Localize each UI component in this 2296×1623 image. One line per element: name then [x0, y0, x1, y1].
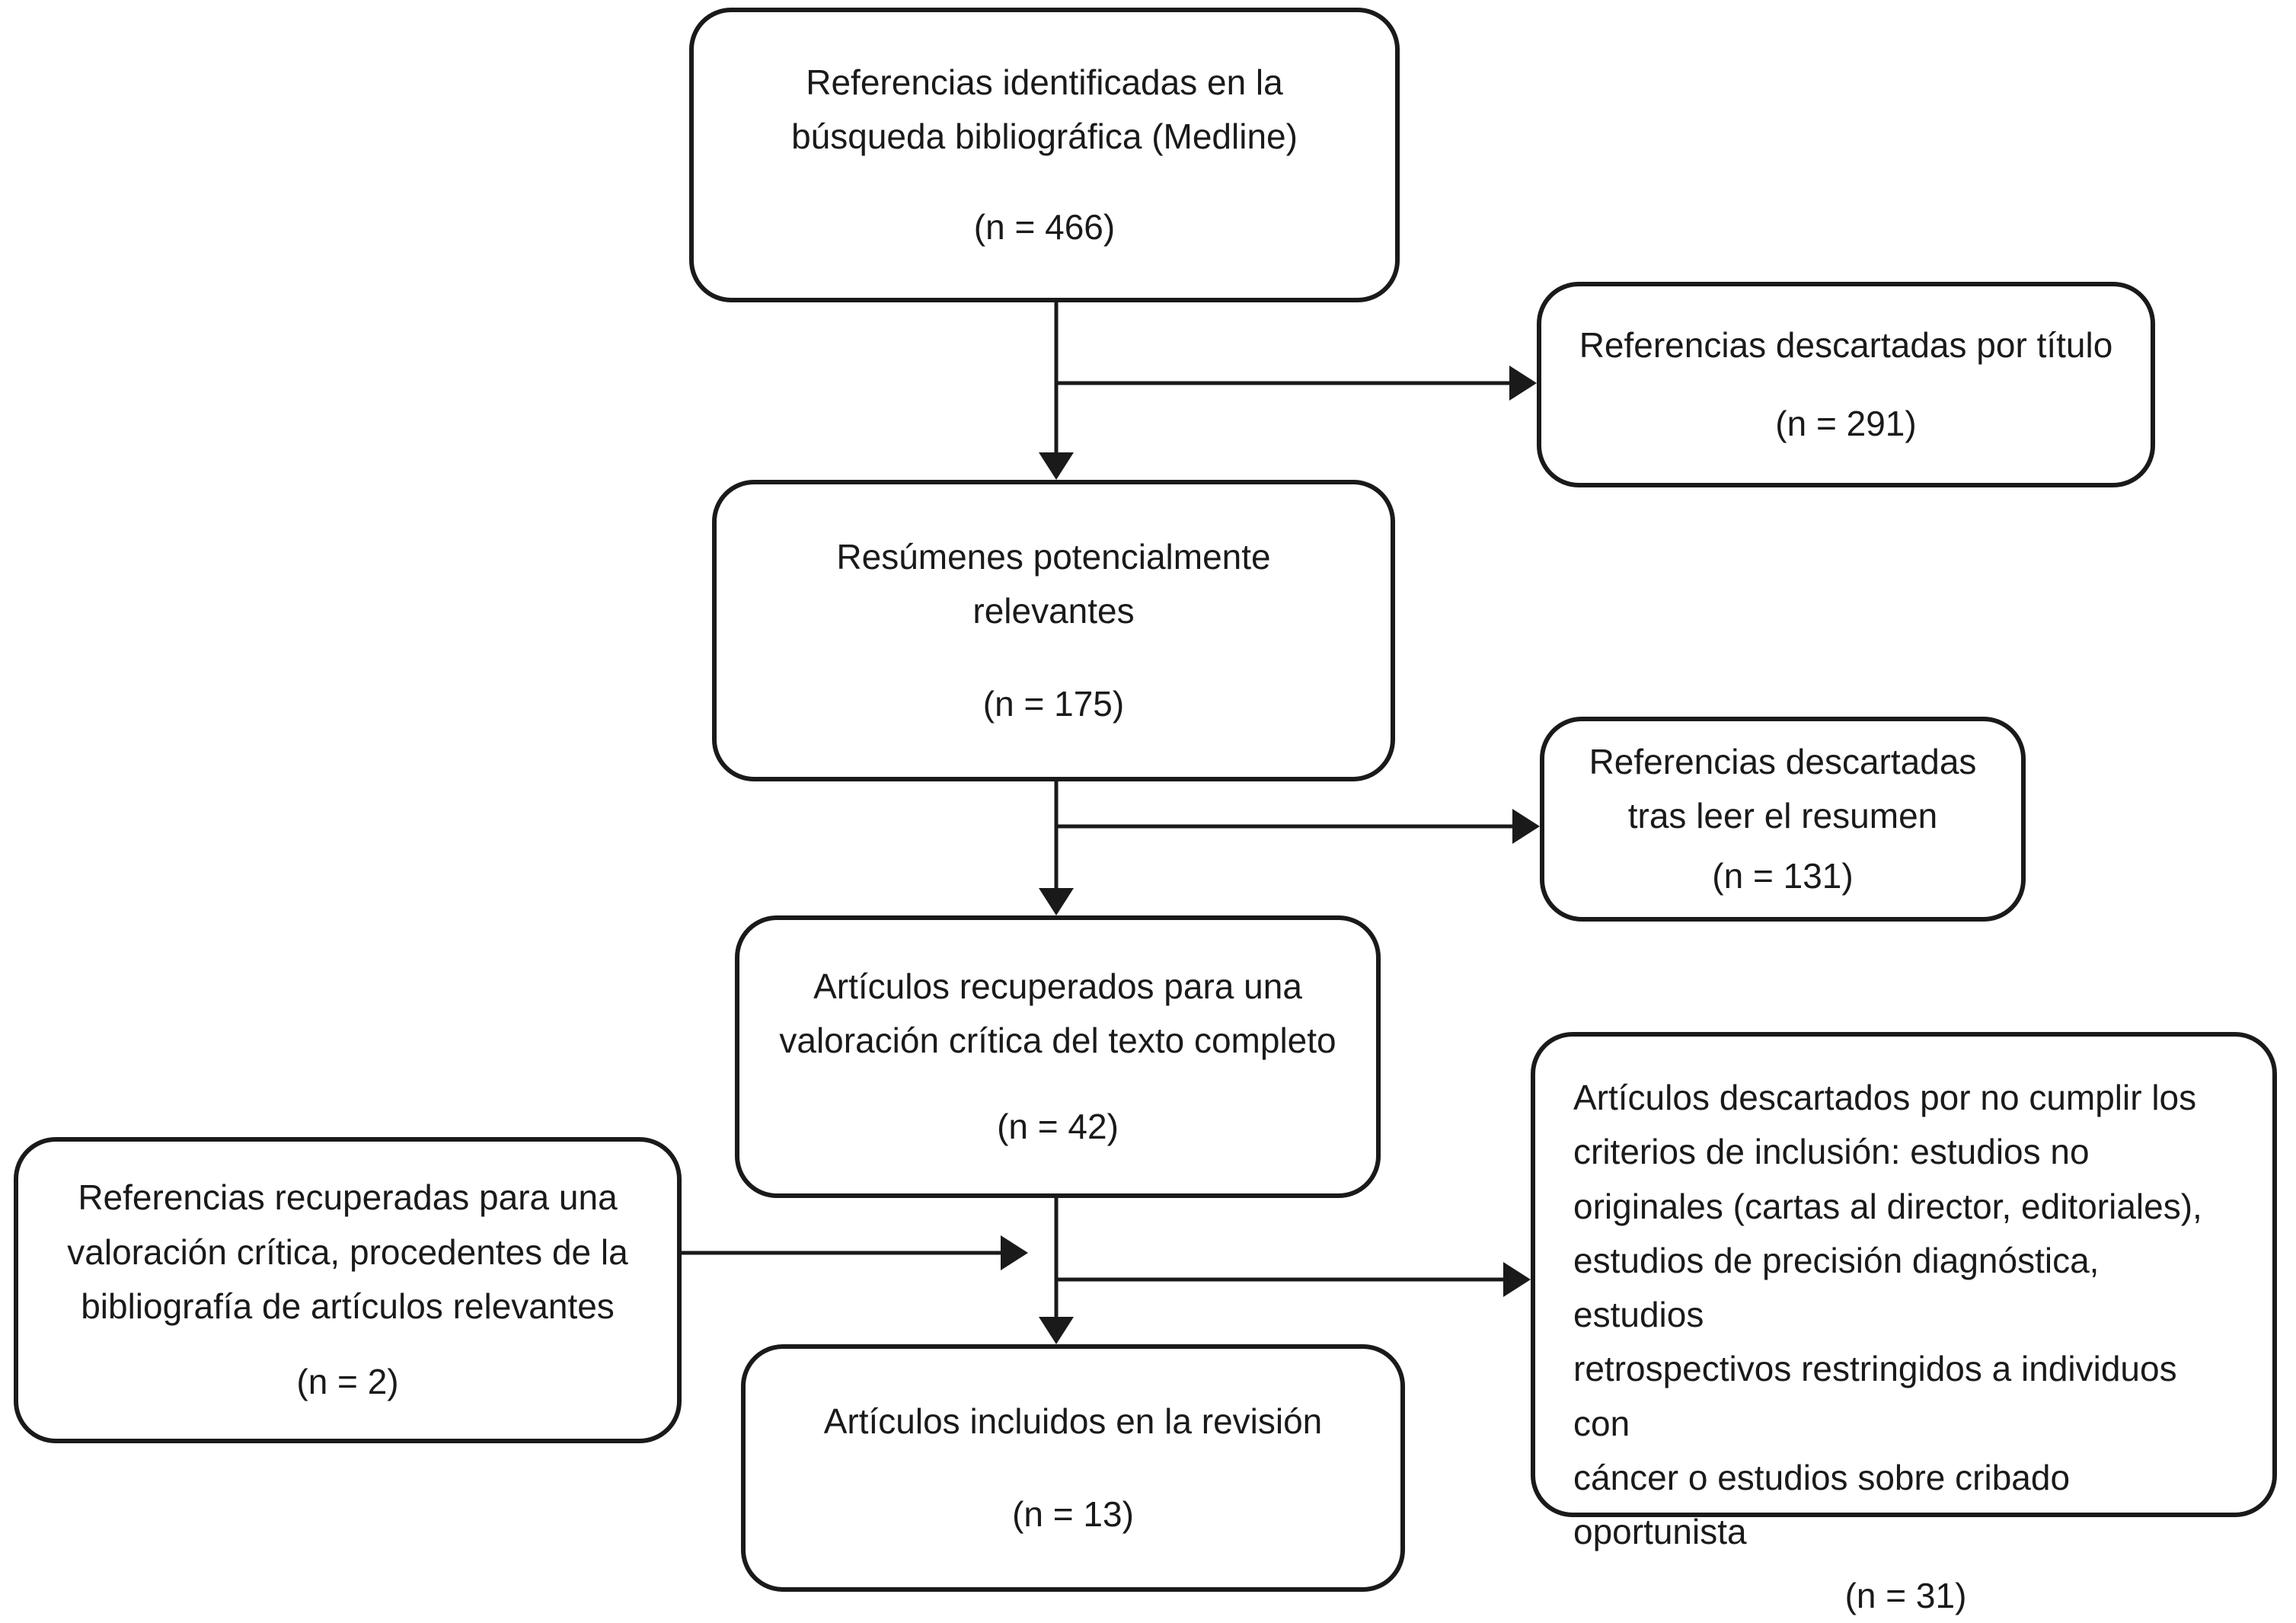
node-references-identified: Referencias identificadas en la búsqueda… — [689, 8, 1400, 302]
node-label: Referencias recuperadas para una valorac… — [67, 1177, 628, 1326]
node-label-line: originales (cartas al director, editoria… — [1573, 1186, 2202, 1226]
arrowhead-right-bibliography — [1001, 1235, 1028, 1270]
node-label: Artículos incluidos en la revisión — [823, 1401, 1323, 1442]
node-references-discarded-by-title: Referencias descartadas por título (n = … — [1537, 282, 2155, 487]
node-label-line: retrospectivos restringidos a individuos… — [1573, 1349, 2177, 1443]
arrowhead-down-included — [1039, 1317, 1074, 1344]
node-count: (n = 175) — [982, 683, 1125, 724]
node-articles-discarded-criteria: Artículos descartados por no cumplir los… — [1531, 1032, 2277, 1615]
node-label-line: cáncer o estudios sobre cribado oportuni… — [1573, 1458, 2071, 1552]
node-label: Referencias identificadas en la búsqueda… — [791, 62, 1298, 157]
node-potentially-relevant-abstracts: Resúmenes potencialmente relevantes (n =… — [712, 480, 1395, 781]
arrowhead-down-abstracts — [1039, 452, 1074, 480]
node-count: (n = 291) — [1775, 403, 1917, 443]
node-label: Artículos recuperados para una valoració… — [779, 966, 1336, 1060]
node-references-from-bibliography: Referencias recuperadas para una valorac… — [14, 1137, 682, 1443]
node-count: (n = 2) — [296, 1362, 399, 1402]
node-references-discarded-after-abstract: Referencias descartadas tras leer el res… — [1540, 717, 2026, 922]
arrowhead-right-excluded-abstract — [1512, 809, 1540, 844]
node-label-line: estudios de precisión diagnóstica, estud… — [1573, 1240, 2100, 1335]
node-label: Artículos descartados por no cumplir los… — [1573, 1071, 2238, 1560]
node-label: Referencias descartadas por título — [1579, 324, 2113, 365]
node-count: (n = 131) — [1712, 856, 1854, 896]
node-count: (n = 466) — [973, 206, 1116, 247]
node-articles-included: Artículos incluidos en la revisión (n = … — [741, 1344, 1405, 1592]
node-label: Resúmenes potencialmente relevantes — [836, 537, 1271, 631]
arrowhead-right-excluded-title — [1509, 366, 1537, 401]
node-count: (n = 13) — [1012, 1494, 1134, 1534]
arrowhead-right-excluded-criteria — [1503, 1262, 1531, 1297]
node-label: Referencias descartadas tras leer el res… — [1589, 741, 1977, 835]
node-count: (n = 31) — [1844, 1575, 1967, 1615]
node-label-line: Artículos descartados por no cumplir los — [1573, 1078, 2197, 1117]
arrowhead-down-fulltext — [1039, 888, 1074, 915]
node-label-line: criterios de inclusión: estudios no — [1573, 1132, 2090, 1172]
node-articles-retrieved-fulltext: Artículos recuperados para una valoració… — [735, 915, 1381, 1198]
node-count: (n = 42) — [997, 1107, 1119, 1146]
